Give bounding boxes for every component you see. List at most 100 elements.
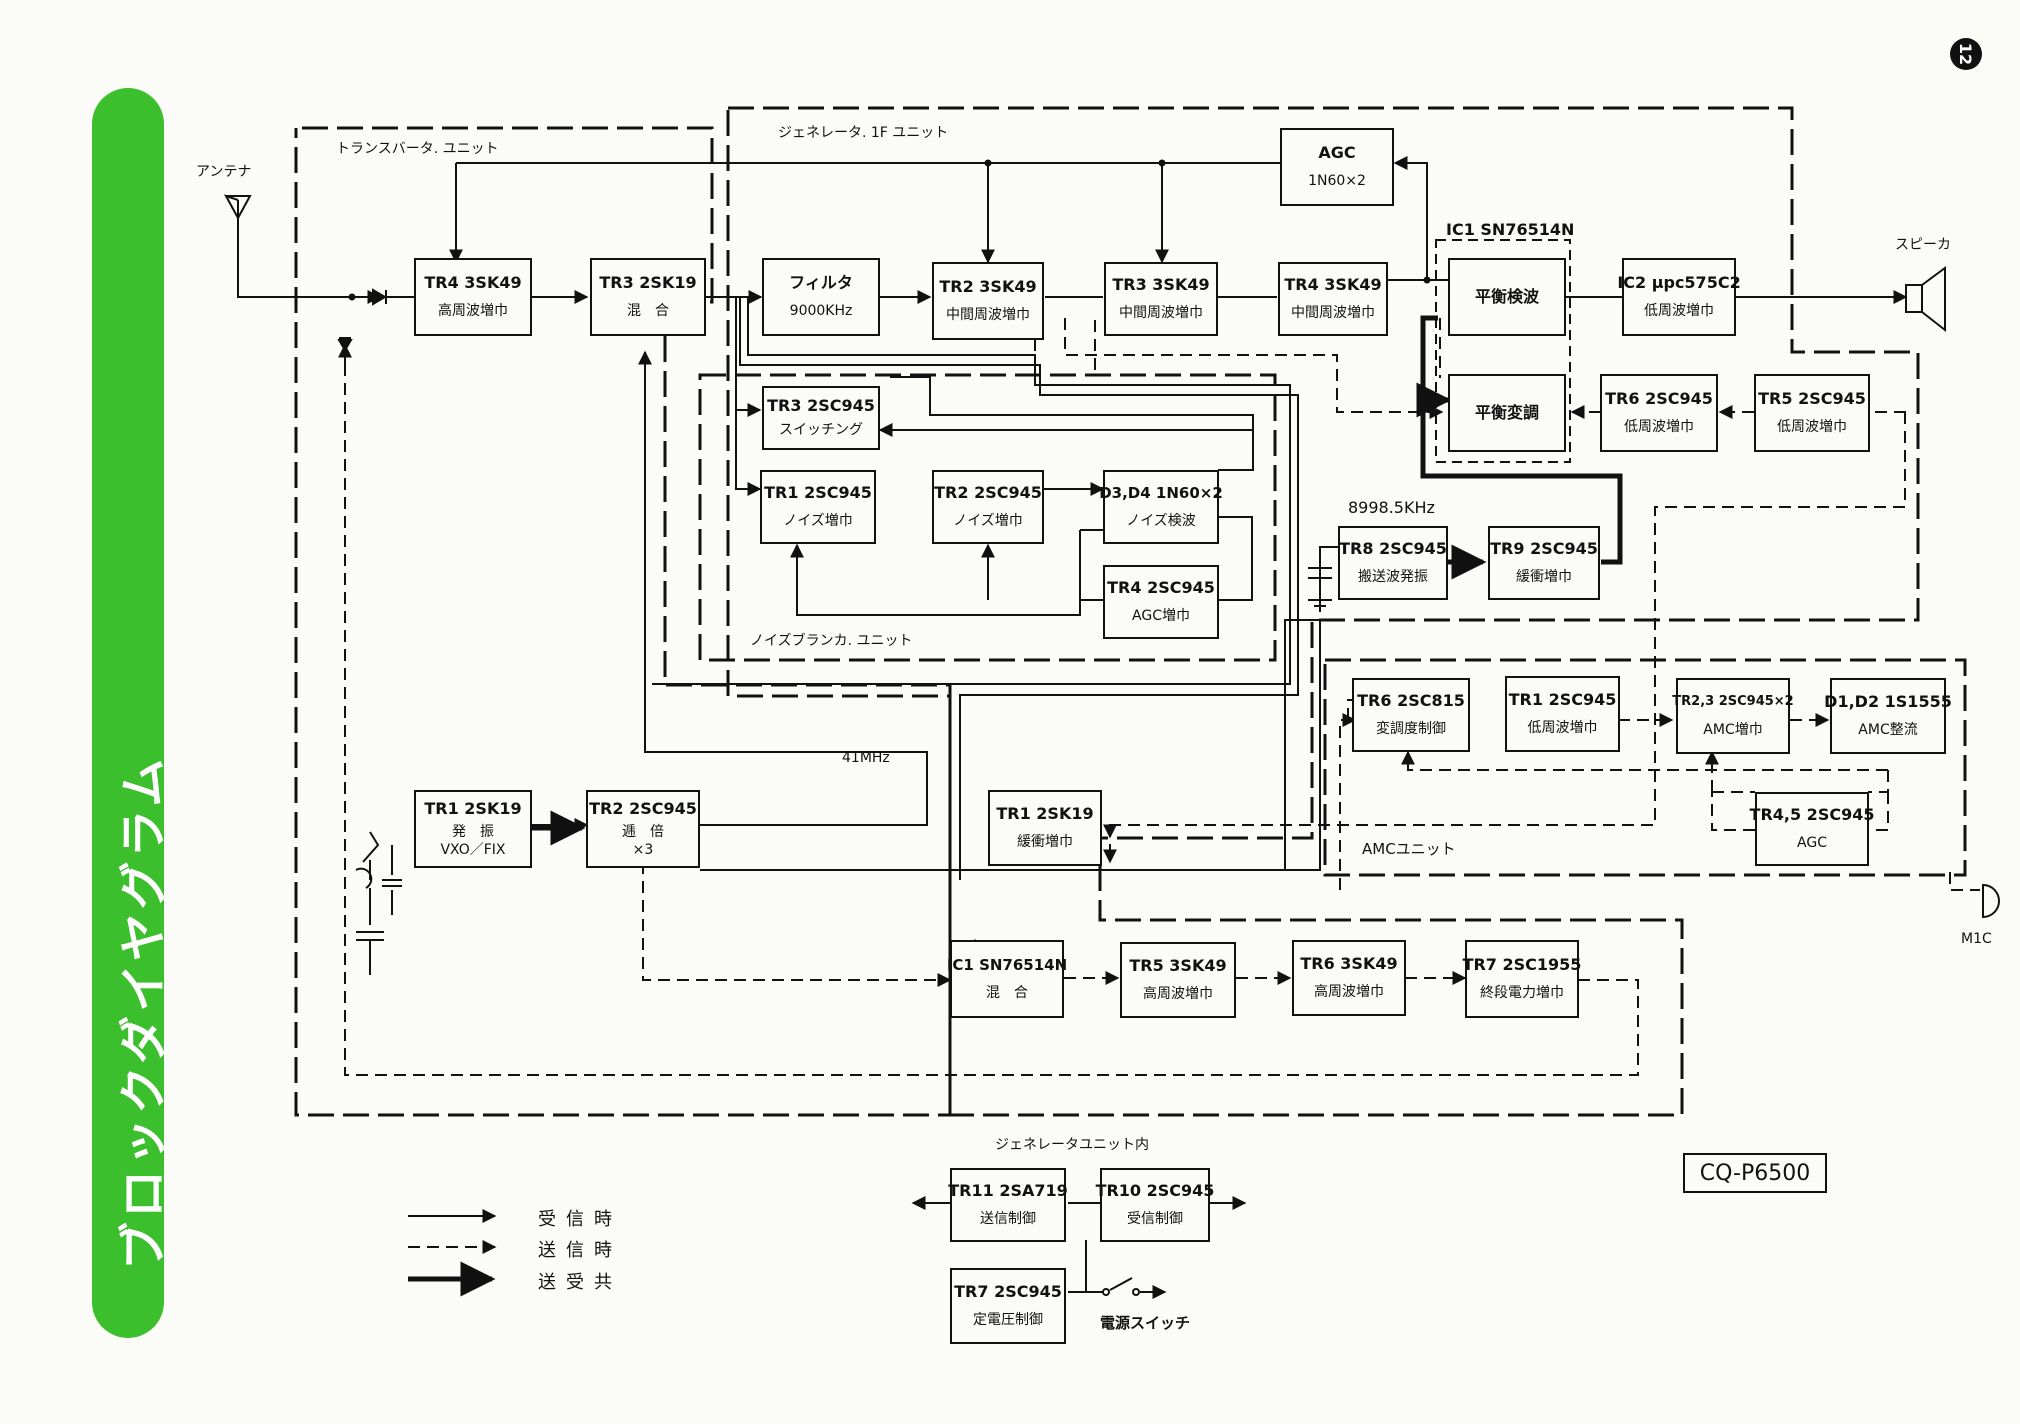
block-function: 変調度制御 [1376,721,1446,737]
block-title: TR5 2SC945 [1758,389,1866,408]
block-title: TR3 2SC945 [767,396,875,415]
block-title: TR6 2SC945 [1605,389,1713,408]
block-title: TR5 3SK49 [1129,956,1227,975]
transverter-unit-outline [294,126,952,1117]
antenna-label: アンテナ [196,164,252,180]
block-title: TR7 2SC945 [954,1282,1062,1301]
block-title: TR6 3SK49 [1300,954,1398,973]
block-tr9-buffer: TR9 2SC945 緩衝増巾 [1488,526,1600,600]
block-function: 低周波増巾 [1527,720,1598,736]
block-function: 搬送波発振 [1358,569,1428,585]
block-nb-tr2: TR2 2SC945 ノイズ増巾 [932,470,1044,544]
block-tx-tr5: TR5 3SK49 高周波増巾 [1120,942,1236,1018]
block-buf-tr1: TR1 2SK19 緩衝増巾 [988,790,1102,866]
block-title: TR8 2SC945 [1339,539,1447,558]
block-multiplier: ×3 [632,842,654,858]
block-function: 送信制御 [980,1211,1036,1227]
block-title: IC1 SN76514N [946,956,1068,974]
block-function: 発 振 [452,824,494,840]
block-function: 受信制御 [1127,1211,1183,1227]
block-balanced-detector: 平衡検波 [1448,258,1566,336]
block-title: 平衡検波 [1474,287,1539,306]
block-function: 逓 倍 [622,824,664,840]
block-tx-ic1-mixer: IC1 SN76514N 混 合 [946,940,1068,1018]
legend-transmit-label: 送信時 [538,1240,622,1261]
side-title: ブロックダイヤグラム [116,754,172,1270]
freq-41mhz-label: 41MHz [842,750,890,766]
block-title: AGC [1318,143,1356,162]
block-balanced-modulator: 平衡変調 [1448,374,1566,452]
power-switch-label: 電源スイッチ [1100,1314,1191,1332]
noise-blanker-unit-outline [698,373,1277,662]
legend-shared-label: 送受共 [538,1272,622,1293]
block-function: 中間周波増巾 [946,307,1030,323]
block-title: TR1 2SK19 [996,804,1094,823]
block-title: TR2,3 2SC945×2 [1672,694,1794,709]
block-function: スイッチング [779,422,863,438]
transverter-unit-label: トランスバータ. ユニット [336,141,499,157]
block-amc-tr6: TR6 2SC815 変調度制御 [1352,678,1470,752]
block-title: TR2 3SK49 [939,277,1037,296]
block-amc-tr1: TR1 2SC945 低周波増巾 [1505,676,1620,752]
block-title: IC2 μpc575C2 [1617,273,1741,292]
block-title: TR1 2SC945 [1508,690,1617,709]
block-agc: AGC 1N60×2 [1280,128,1394,206]
block-title: TR7 2SC1955 [1462,955,1582,974]
block-title: TR3 3SK49 [1112,275,1210,294]
block-title: TR6 2SC815 [1357,691,1465,710]
block-function: 混 合 [986,985,1028,1001]
block-function: 緩衝増巾 [1516,569,1572,585]
ic1-label: IC1 SN76514N [1446,220,1575,239]
block-title: D1,D2 1S1555 [1824,692,1952,711]
block-function: 1N60×2 [1308,173,1366,189]
freq-8998khz-label: 8998.5KHz [1348,498,1435,517]
block-title: TR11 2SA719 [948,1181,1068,1200]
block-nb-tr3: TR3 2SC945 スイッチング [762,386,880,450]
block-af-tr6: TR6 2SC945 低周波増巾 [1600,374,1718,452]
block-title: TR4,5 2SC945 [1749,805,1875,824]
block-function: 緩衝増巾 [1017,834,1073,850]
block-function: AMC増巾 [1703,722,1763,738]
block-tr8-carrier-osc: TR8 2SC945 搬送波発振 [1338,526,1448,600]
block-function: 中間周波増巾 [1291,305,1375,321]
block-function: AMC整流 [1858,722,1918,738]
page-number: 12 [1950,38,1982,70]
block-function: AGC増巾 [1132,608,1190,624]
block-title: TR4 2SC945 [1107,578,1215,597]
model-label: CQ-P6500 [1683,1153,1827,1193]
block-function: 高周波増巾 [1143,986,1213,1002]
block-function: 低周波増巾 [1644,303,1714,319]
mic-label: M1C [1961,931,1992,947]
legend-receive-label: 受信時 [538,1209,622,1230]
amc-unit-label: AMCユニット [1362,840,1456,858]
generator-unit-label: ジェネレータ. 1F ユニット [778,125,949,141]
generator-inner-label: ジェネレータユニット内 [995,1137,1149,1153]
block-function: 低周波増巾 [1624,419,1694,435]
block-function: 混 合 [627,303,669,319]
block-title: TR9 2SC945 [1490,539,1598,558]
block-title: TR1 2SC945 [764,483,872,502]
block-title: 平衡変調 [1474,403,1539,422]
side-title-bar [92,88,164,1338]
block-function: ノイズ増巾 [953,513,1023,529]
block-function: 低周波増巾 [1777,419,1847,435]
block-function: 高周波増巾 [1314,984,1384,1000]
block-title: TR2 2SC945 [934,483,1042,502]
block-title: フィルタ [789,273,853,292]
block-title: TR4 3SK49 [424,273,522,292]
